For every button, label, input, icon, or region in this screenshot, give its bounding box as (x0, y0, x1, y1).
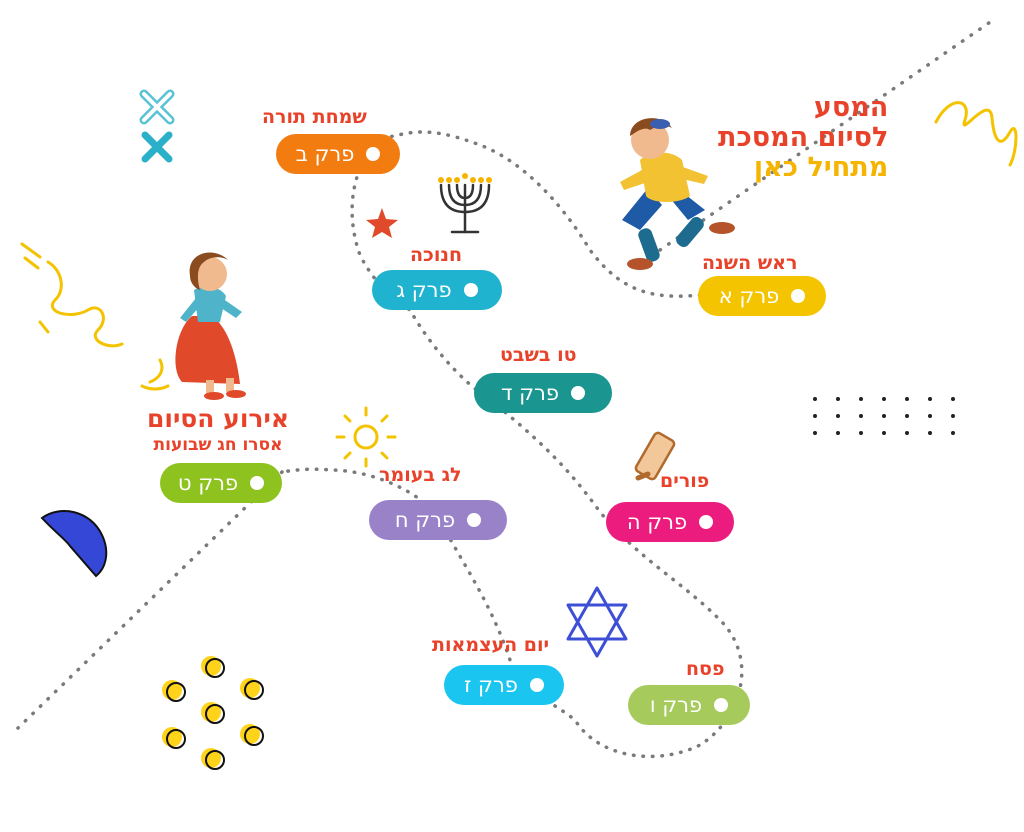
holiday-label-pesach: פסח (686, 658, 725, 680)
squiggle-icon (20, 242, 170, 391)
holiday-label-tu-bishvat: טו בשבט (500, 344, 577, 366)
finale-event: אירוע הסיום אסרו חג שבועות (118, 404, 318, 455)
holiday-label-chanukah: חנוכה (410, 244, 462, 266)
chapter-label: פרק א (718, 284, 780, 308)
chapter-button-z[interactable]: פרק ז (444, 665, 564, 705)
running-girl-icon (175, 252, 246, 400)
chapter-button-v[interactable]: פרק ו (628, 685, 750, 725)
x-mark-icon (141, 131, 173, 163)
journey-path (280, 130, 744, 759)
chapter-label: פרק ו (649, 693, 703, 717)
chapter-label: פרק ח (394, 508, 456, 532)
chapter-dot-icon (791, 289, 806, 303)
yellow-circles-icon (162, 656, 264, 770)
chapter-button-a[interactable]: פרק א (698, 276, 826, 316)
headline-line-2: לסיום המסכת (718, 122, 889, 153)
chapter-dot-icon (699, 515, 714, 529)
sun-icon (335, 406, 397, 468)
chapter-dot-icon (529, 678, 544, 692)
chapter-label: פרק ד (501, 381, 560, 405)
holiday-label-purim: פורים (660, 470, 710, 492)
holiday-label-simchat-torah: שמחת תורה (262, 106, 367, 128)
holiday-label-lag-baomer: לג בעומר (379, 464, 462, 486)
star-of-david-icon (566, 586, 628, 658)
menorah-icon (438, 173, 492, 234)
journey-headline: המסע לסיום המסכת מתחיל כאן (718, 93, 888, 183)
finale-title: אירוע הסיום (146, 404, 290, 433)
grogger-icon (634, 431, 676, 481)
chapter-dot-icon (571, 386, 586, 400)
holiday-label-rosh-hashana: ראש השנה (702, 252, 798, 274)
chapter-label: פרק ה (626, 510, 688, 534)
chapter-button-g[interactable]: פרק ג (372, 270, 502, 310)
running-boy-icon (620, 118, 735, 270)
holiday-label-yom-haatzmaut: יום העצמאות (432, 634, 550, 656)
x-mark-outline-icon (139, 89, 175, 125)
chapter-dot-icon (463, 283, 478, 297)
swirl-icon (934, 101, 1018, 167)
headline-line-3: מתחיל כאן (753, 152, 889, 183)
dots-grid-icon (813, 397, 955, 435)
chapter-label: פרק ב (295, 142, 355, 166)
finale-subtitle: אסרו חג שבועות (153, 435, 283, 455)
chapter-button-b[interactable]: פרק ב (276, 134, 400, 174)
chapter-label: פרק ט (177, 471, 239, 495)
chapter-button-t[interactable]: פרק ט (160, 463, 282, 503)
diagonal-dotted-line-bottom (16, 470, 284, 730)
chapter-label: פרק ג (396, 278, 452, 302)
chapter-dot-icon (250, 476, 265, 490)
headline-line-1: המסע (813, 92, 889, 123)
star-icon (366, 208, 398, 238)
chapter-button-d[interactable]: פרק ד (474, 373, 612, 413)
half-circle-icon (40, 510, 108, 578)
chapter-label: פרק ז (464, 673, 518, 697)
chapter-dot-icon (366, 147, 381, 161)
chapter-button-ch[interactable]: פרק ח (369, 500, 507, 540)
chapter-dot-icon (714, 698, 729, 712)
chapter-dot-icon (467, 513, 482, 527)
chapter-button-h[interactable]: פרק ה (606, 502, 734, 542)
